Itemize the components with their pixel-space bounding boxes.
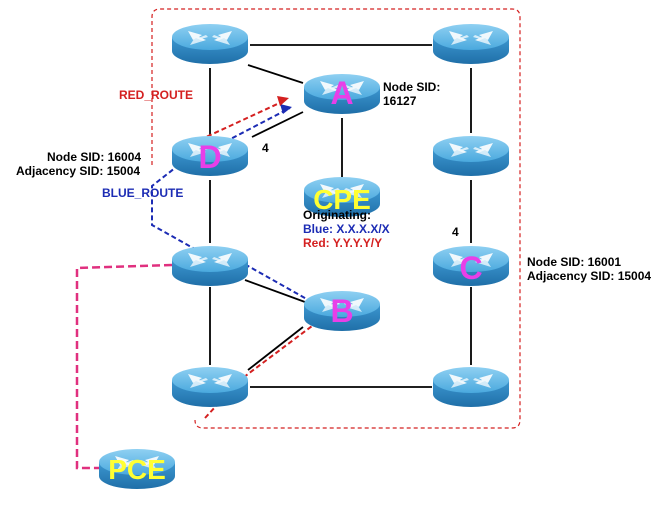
- router-cpe-letter: CPE: [313, 184, 371, 215]
- node-c-adjacency-sid: Adjacency SID: 15004: [527, 269, 651, 283]
- link-midleft-b: [244, 279, 306, 303]
- red-route-label: RED_ROUTE: [119, 88, 193, 102]
- link-topleft-a: [247, 64, 304, 84]
- router-b-letter: B: [330, 293, 353, 329]
- node-a-sid-label: Node SID:: [383, 80, 440, 94]
- link-b-bottomleft: [247, 326, 304, 371]
- blue-route-arrowhead: [280, 104, 292, 114]
- router-top-left[interactable]: [172, 24, 248, 64]
- blue-prefix-label: Blue: X.X.X.X/X: [303, 222, 390, 236]
- blue-route-label: BLUE_ROUTE: [102, 186, 183, 200]
- node-c-sid: Node SID: 16001: [527, 255, 621, 269]
- originating-label: Originating:: [303, 208, 371, 222]
- blue-route-path: [151, 107, 313, 303]
- router-bottom-right[interactable]: [433, 367, 509, 407]
- node-a-sid-value: 16127: [383, 94, 417, 108]
- router-pce-letter: PCE: [108, 454, 166, 485]
- link-a-d: [251, 111, 304, 138]
- metric-a-d: 4: [262, 141, 269, 155]
- node-d-adjacency-sid: Adjacency SID: 15004: [16, 164, 140, 178]
- node-d-sid: Node SID: 16004: [47, 150, 141, 164]
- red-prefix-label: Red: Y.Y.Y.Y/Y: [303, 236, 382, 250]
- router-c-letter: C: [459, 250, 482, 286]
- router-a-letter: A: [330, 75, 353, 111]
- metric-c: 4: [452, 225, 459, 239]
- router-mid-left[interactable]: [172, 246, 248, 286]
- router-d-letter: D: [198, 139, 221, 175]
- router-right-mid[interactable]: [433, 136, 509, 176]
- topology-links: [209, 44, 472, 388]
- red-route-arrowhead: [277, 96, 289, 106]
- router-top-right[interactable]: [433, 24, 509, 64]
- pce-link: [75, 263, 173, 470]
- red-domain-boundary: [151, 8, 521, 429]
- router-bottom-left[interactable]: [172, 367, 248, 407]
